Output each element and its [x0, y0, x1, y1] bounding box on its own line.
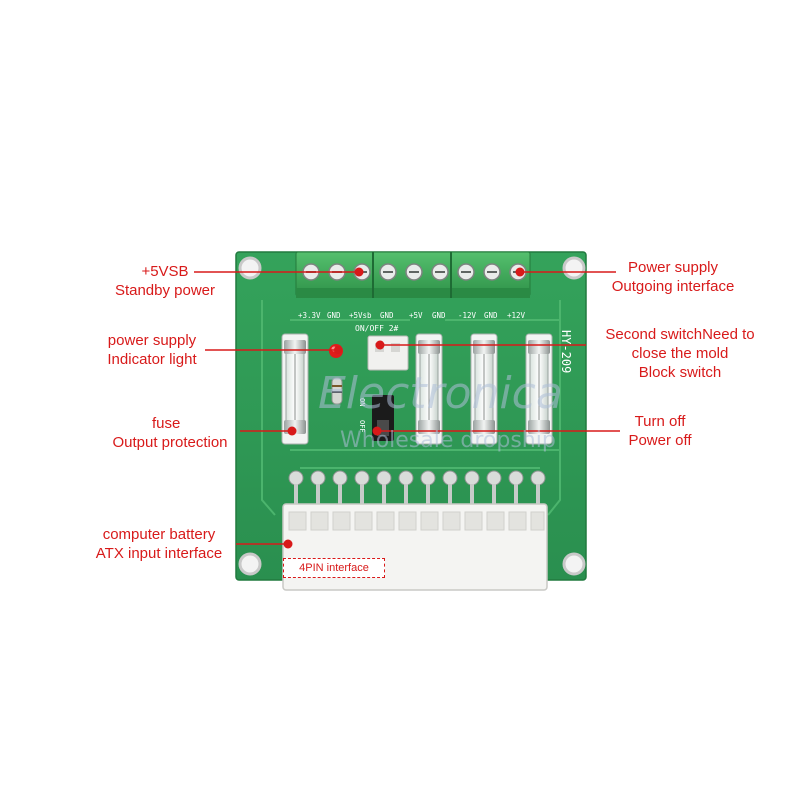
callout-out-line1: Power supply [627, 259, 719, 276]
connector-tag: 4PIN interface [283, 558, 385, 578]
terminal-label: GND [327, 311, 341, 320]
callout-switch2-line1: Second switchNeed to [605, 326, 755, 343]
callout-vsb-line1: +5VSB [141, 263, 189, 280]
watermark-line1: Electronica [318, 368, 563, 419]
callout-switch2-line3: Block switch [638, 364, 722, 381]
header-2pin [367, 335, 409, 371]
callout-led: power supply Indicator light [84, 331, 220, 369]
resistor [331, 377, 343, 405]
callout-atx: computer battery ATX input interface [82, 525, 236, 563]
model-label: HY-209 [559, 330, 573, 373]
callout-switch2-line2: close the mold [631, 345, 729, 362]
callout-out-line2: Outgoing interface [611, 278, 735, 295]
callout-led-line1: power supply [107, 332, 197, 349]
callout-atx-line1: computer battery [102, 526, 216, 543]
callout-vsb: +5VSB Standby power [100, 262, 230, 300]
terminal-label: +3.3V [298, 311, 321, 320]
mounting-holes [238, 256, 586, 576]
terminal-label: +12V [507, 311, 526, 320]
callout-out: Power supply Outgoing interface [600, 258, 746, 296]
switch-label: ON/OFF 2# [355, 324, 399, 333]
terminal-label: +5Vsb [349, 311, 372, 320]
terminal-label: GND [432, 311, 446, 320]
atx-pin-legs [294, 484, 540, 504]
fuse [470, 333, 498, 445]
switch-position-label: OFF [358, 420, 366, 433]
callout-markers [283, 267, 525, 549]
fuse [281, 333, 309, 445]
callout-vsb-line2: Standby power [114, 282, 216, 299]
callout-off-line2: Power off [628, 432, 692, 449]
terminal-label: GND [380, 311, 394, 320]
terminal-labels: +3.3V GND +5Vsb GND +5V GND -12V GND +12… [298, 311, 526, 320]
callout-led-line2: Indicator light [107, 351, 197, 368]
switch-position-label: ON [358, 398, 366, 406]
callout-fuse-line2: Output protection [112, 434, 228, 451]
callout-atx-line2: ATX input interface [95, 545, 223, 562]
callout-lines [194, 271, 620, 545]
terminal-label: -12V [458, 311, 477, 320]
watermark-line2: Wholesale dropship [340, 428, 556, 453]
terminal-label: +5V [409, 311, 423, 320]
terminal-block [295, 251, 531, 298]
pcb-traces [261, 300, 561, 516]
callout-off: Turn off Power off [612, 412, 708, 450]
callout-off-line1: Turn off [634, 413, 686, 430]
callout-fuse-line1: fuse [152, 415, 181, 432]
terminal-label: GND [484, 311, 498, 320]
callout-fuse: fuse Output protection [96, 414, 244, 452]
callout-switch2: Second switchNeed to close the mold Bloc… [588, 325, 772, 382]
